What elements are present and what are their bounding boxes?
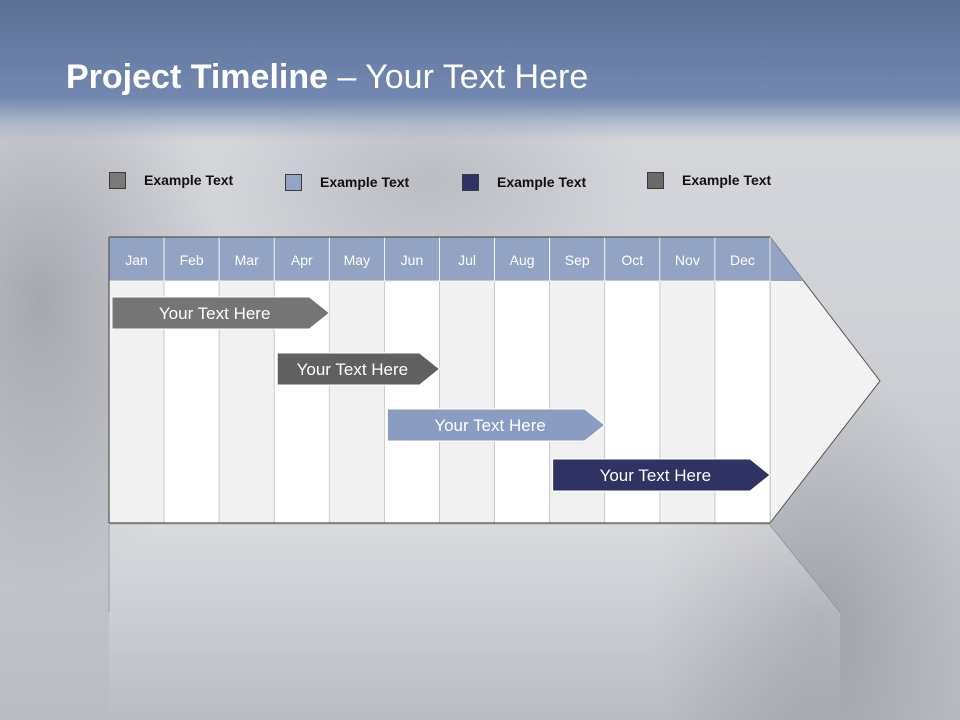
month-label-jan: Jan: [125, 252, 148, 268]
month-label-feb: Feb: [180, 252, 204, 268]
task-bar-label-4: Your Text Here: [600, 466, 712, 485]
month-label-dec: Dec: [730, 252, 755, 268]
legend-swatch-2: [285, 173, 302, 191]
month-label-mar: Mar: [235, 252, 259, 268]
legend-item-3: Example Text: [462, 172, 586, 192]
month-label-jun: Jun: [401, 252, 424, 268]
task-bar-shape-1: [111, 296, 331, 330]
title-rest: – Your Text Here: [328, 58, 589, 96]
legend-swatch-4: [647, 171, 664, 189]
task-bar-label-3: Your Text Here: [434, 416, 546, 435]
task-bar-1: Your Text Here: [111, 296, 331, 330]
month-header-cell-sep: [549, 236, 606, 282]
task-bar-shape-2: [276, 352, 441, 386]
month-header-cell-oct: [604, 236, 661, 282]
header-arrow-tip: [770, 237, 804, 281]
task-bar-2: Your Text Here: [276, 352, 441, 386]
month-column-aug: [494, 280, 551, 524]
task-bar-shape-3: [386, 408, 606, 442]
legend-label-4: Example Text: [682, 172, 772, 188]
month-header-cell-dec: [714, 236, 771, 282]
month-header: Jan Feb Mar Apr May Jun Jul Aug Sep Oct Nov Dec: [108, 236, 804, 282]
task-bar-label-2: Your Text Here: [297, 360, 409, 379]
month-label-jul: Jul: [458, 252, 476, 268]
month-label-apr: Apr: [291, 252, 313, 268]
month-header-cell-jul: [439, 236, 495, 282]
legend-label-1: Example Text: [144, 172, 234, 188]
month-label-may: May: [344, 252, 370, 268]
title-bar: [0, 0, 960, 140]
task-bar-label-1: Your Text Here: [159, 304, 271, 323]
month-label-nov: Nov: [675, 252, 700, 268]
month-column-may: [328, 280, 385, 524]
month-header-cell-aug: [494, 236, 551, 282]
page-title: Project Timeline – Your Text Here: [66, 58, 588, 97]
title-bold: Project Timeline: [66, 58, 329, 96]
legend-item-2: Example Text: [285, 172, 409, 192]
timeline-reflection: [109, 525, 840, 720]
reflection-edge-diagonal: [769, 524, 841, 613]
legend-swatch-1: [109, 171, 126, 189]
legend-item-4: Example Text: [647, 170, 771, 190]
month-header-cell-may: [328, 236, 385, 282]
legend-swatch-3: [462, 173, 479, 191]
month-column-jul: [439, 280, 495, 524]
legend-label-3: Example Text: [497, 174, 587, 190]
month-header-cell-feb: [163, 236, 220, 282]
legend-item-1: Example Text: [109, 170, 233, 190]
legend-label-2: Example Text: [320, 174, 410, 190]
task-bar-3: Your Text Here: [386, 408, 606, 442]
month-column-jun: [384, 280, 440, 524]
task-bar-shape-4: [552, 458, 771, 492]
month-header-cell-nov: [659, 236, 716, 282]
month-label-aug: Aug: [510, 252, 535, 268]
month-label-sep: Sep: [565, 252, 590, 268]
task-bar-4: Your Text Here: [552, 458, 771, 492]
month-label-oct: Oct: [621, 252, 643, 268]
